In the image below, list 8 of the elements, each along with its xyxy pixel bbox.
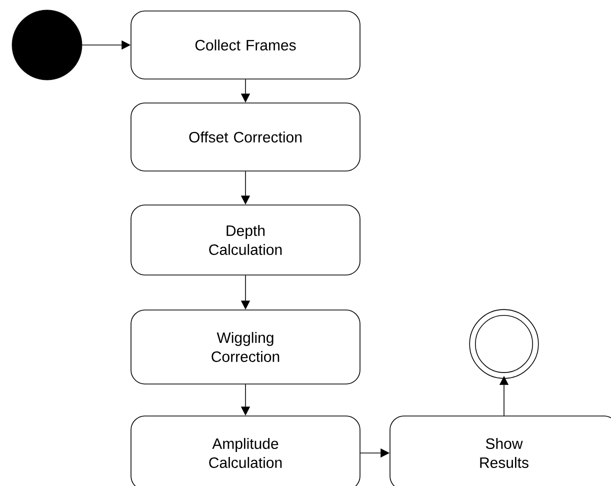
activity-box: Depth Calculation xyxy=(130,204,360,276)
start-node xyxy=(12,10,82,80)
activity-box: Amplitude Calculation xyxy=(130,416,360,486)
activity-box: Show Results xyxy=(390,416,611,486)
activity-box: Wiggling Correction xyxy=(130,310,360,384)
activity-box: Collect Frames xyxy=(130,10,360,80)
activity-box: Offset Correction xyxy=(130,102,360,172)
end-node xyxy=(469,309,539,379)
